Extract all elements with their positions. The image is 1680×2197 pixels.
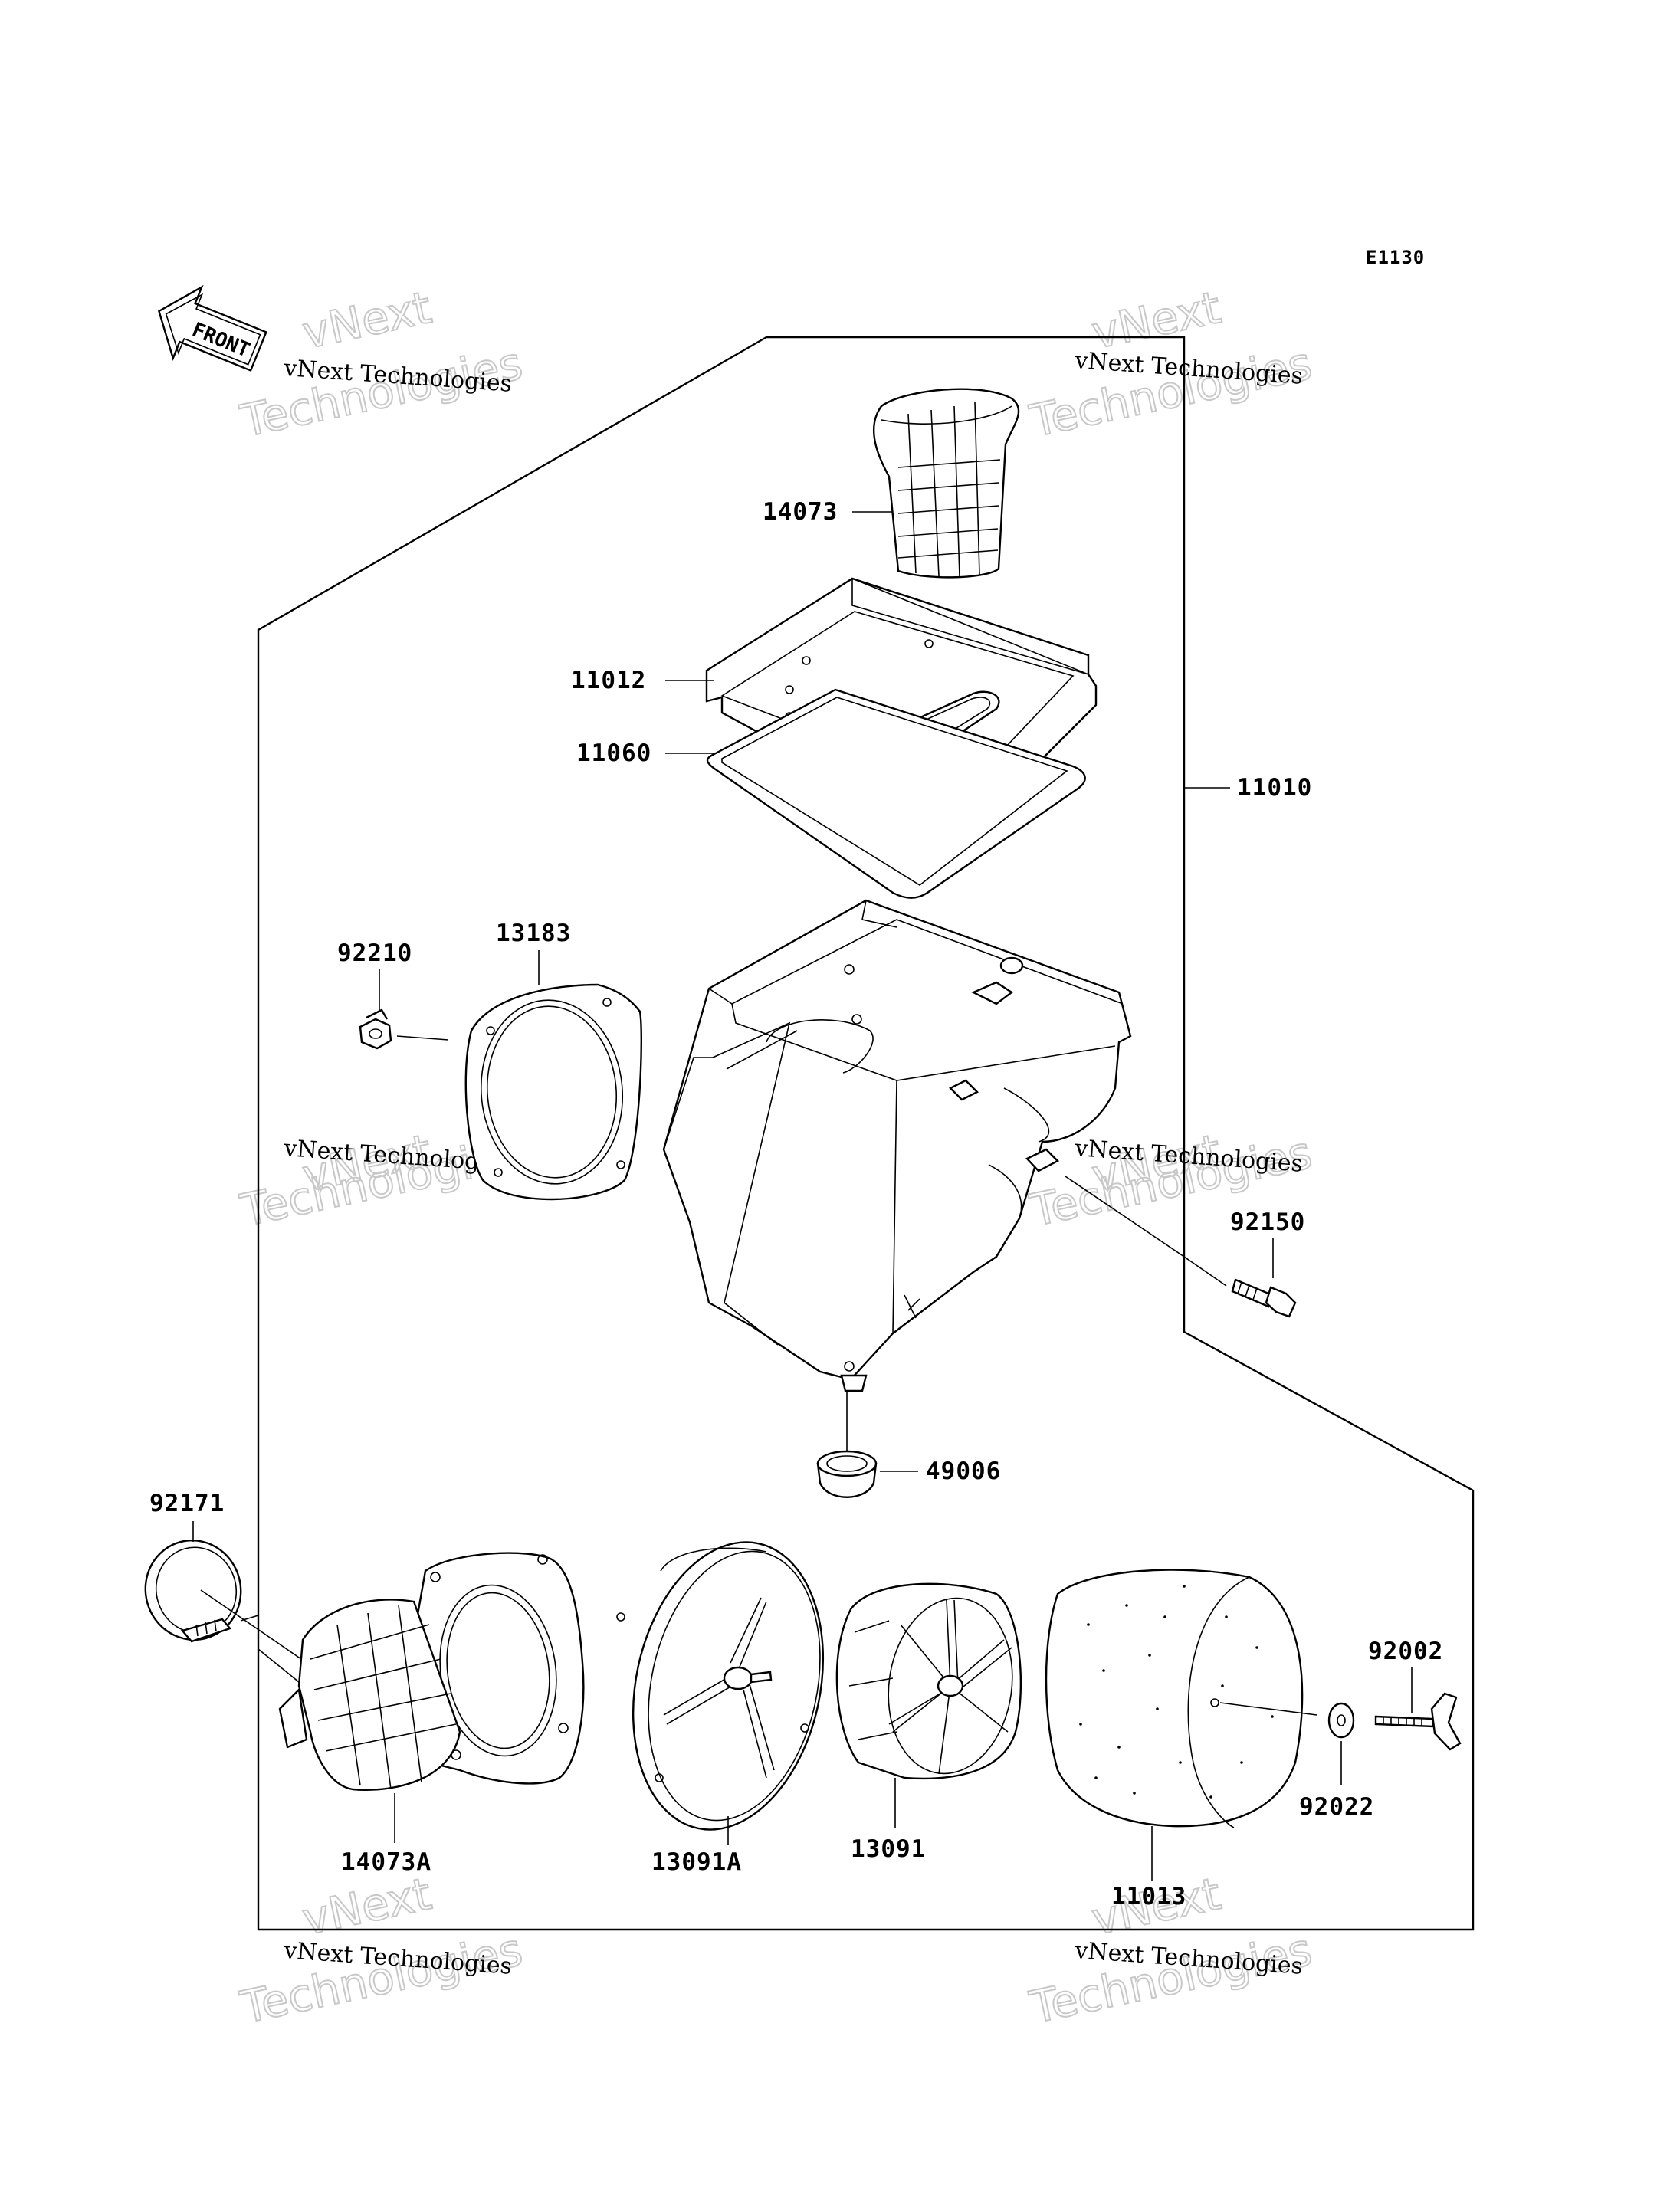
label-11013: 11013 bbox=[1111, 1883, 1186, 1910]
label-11012: 11012 bbox=[571, 667, 646, 694]
label-92002: 92002 bbox=[1368, 1638, 1443, 1665]
plate-13183 bbox=[464, 983, 642, 1201]
label-13091: 13091 bbox=[851, 1835, 926, 1863]
duct-14073A bbox=[278, 1552, 585, 1791]
air-box-case bbox=[662, 899, 1132, 1392]
nut-92210 bbox=[359, 1008, 392, 1050]
svg-text:vNext: vNext bbox=[298, 281, 436, 359]
label-11060: 11060 bbox=[576, 739, 651, 767]
label-92171: 92171 bbox=[149, 1490, 225, 1517]
cap-49006 bbox=[816, 1450, 878, 1498]
diagram-code: E1130 bbox=[1366, 247, 1425, 268]
filter-holder-13091A bbox=[616, 1541, 825, 1831]
label-14073A: 14073A bbox=[341, 1848, 431, 1876]
bolt-92150 bbox=[1231, 1278, 1297, 1318]
front-arrow-icon: FRONT bbox=[157, 284, 267, 372]
washer-92022 bbox=[1327, 1702, 1355, 1739]
gasket-11060 bbox=[706, 688, 1086, 899]
label-92022: 92022 bbox=[1299, 1793, 1374, 1821]
label-13091A: 13091A bbox=[651, 1848, 742, 1876]
label-13183: 13183 bbox=[496, 920, 571, 947]
label-11010: 11010 bbox=[1237, 774, 1312, 802]
cage-13091 bbox=[835, 1582, 1022, 1780]
assembly-boundary bbox=[257, 336, 1475, 1931]
clamp-92171 bbox=[144, 1539, 242, 1643]
label-92150: 92150 bbox=[1230, 1208, 1305, 1236]
watermark-top-left: vNext Technologies vNext Technologies bbox=[235, 280, 528, 448]
label-92210: 92210 bbox=[337, 939, 412, 967]
label-49006: 49006 bbox=[926, 1458, 1001, 1485]
label-14073: 14073 bbox=[763, 498, 838, 526]
watermark-top-right: vNext Technologies vNext Technologies bbox=[1025, 280, 1317, 448]
svg-text:Technologies: Technologies bbox=[236, 1923, 527, 2034]
svg-text:vNext: vNext bbox=[298, 1867, 436, 1946]
watermark-bottom-left: vNext Technologies vNext Technologies bbox=[235, 1867, 528, 2035]
intake-duct-14073 bbox=[873, 388, 1020, 579]
svg-text:Technologies: Technologies bbox=[1025, 1923, 1317, 2034]
filter-element-11013 bbox=[1045, 1569, 1304, 1828]
svg-text:vNext: vNext bbox=[1088, 281, 1226, 359]
wing-bolt-92002 bbox=[1374, 1692, 1462, 1751]
